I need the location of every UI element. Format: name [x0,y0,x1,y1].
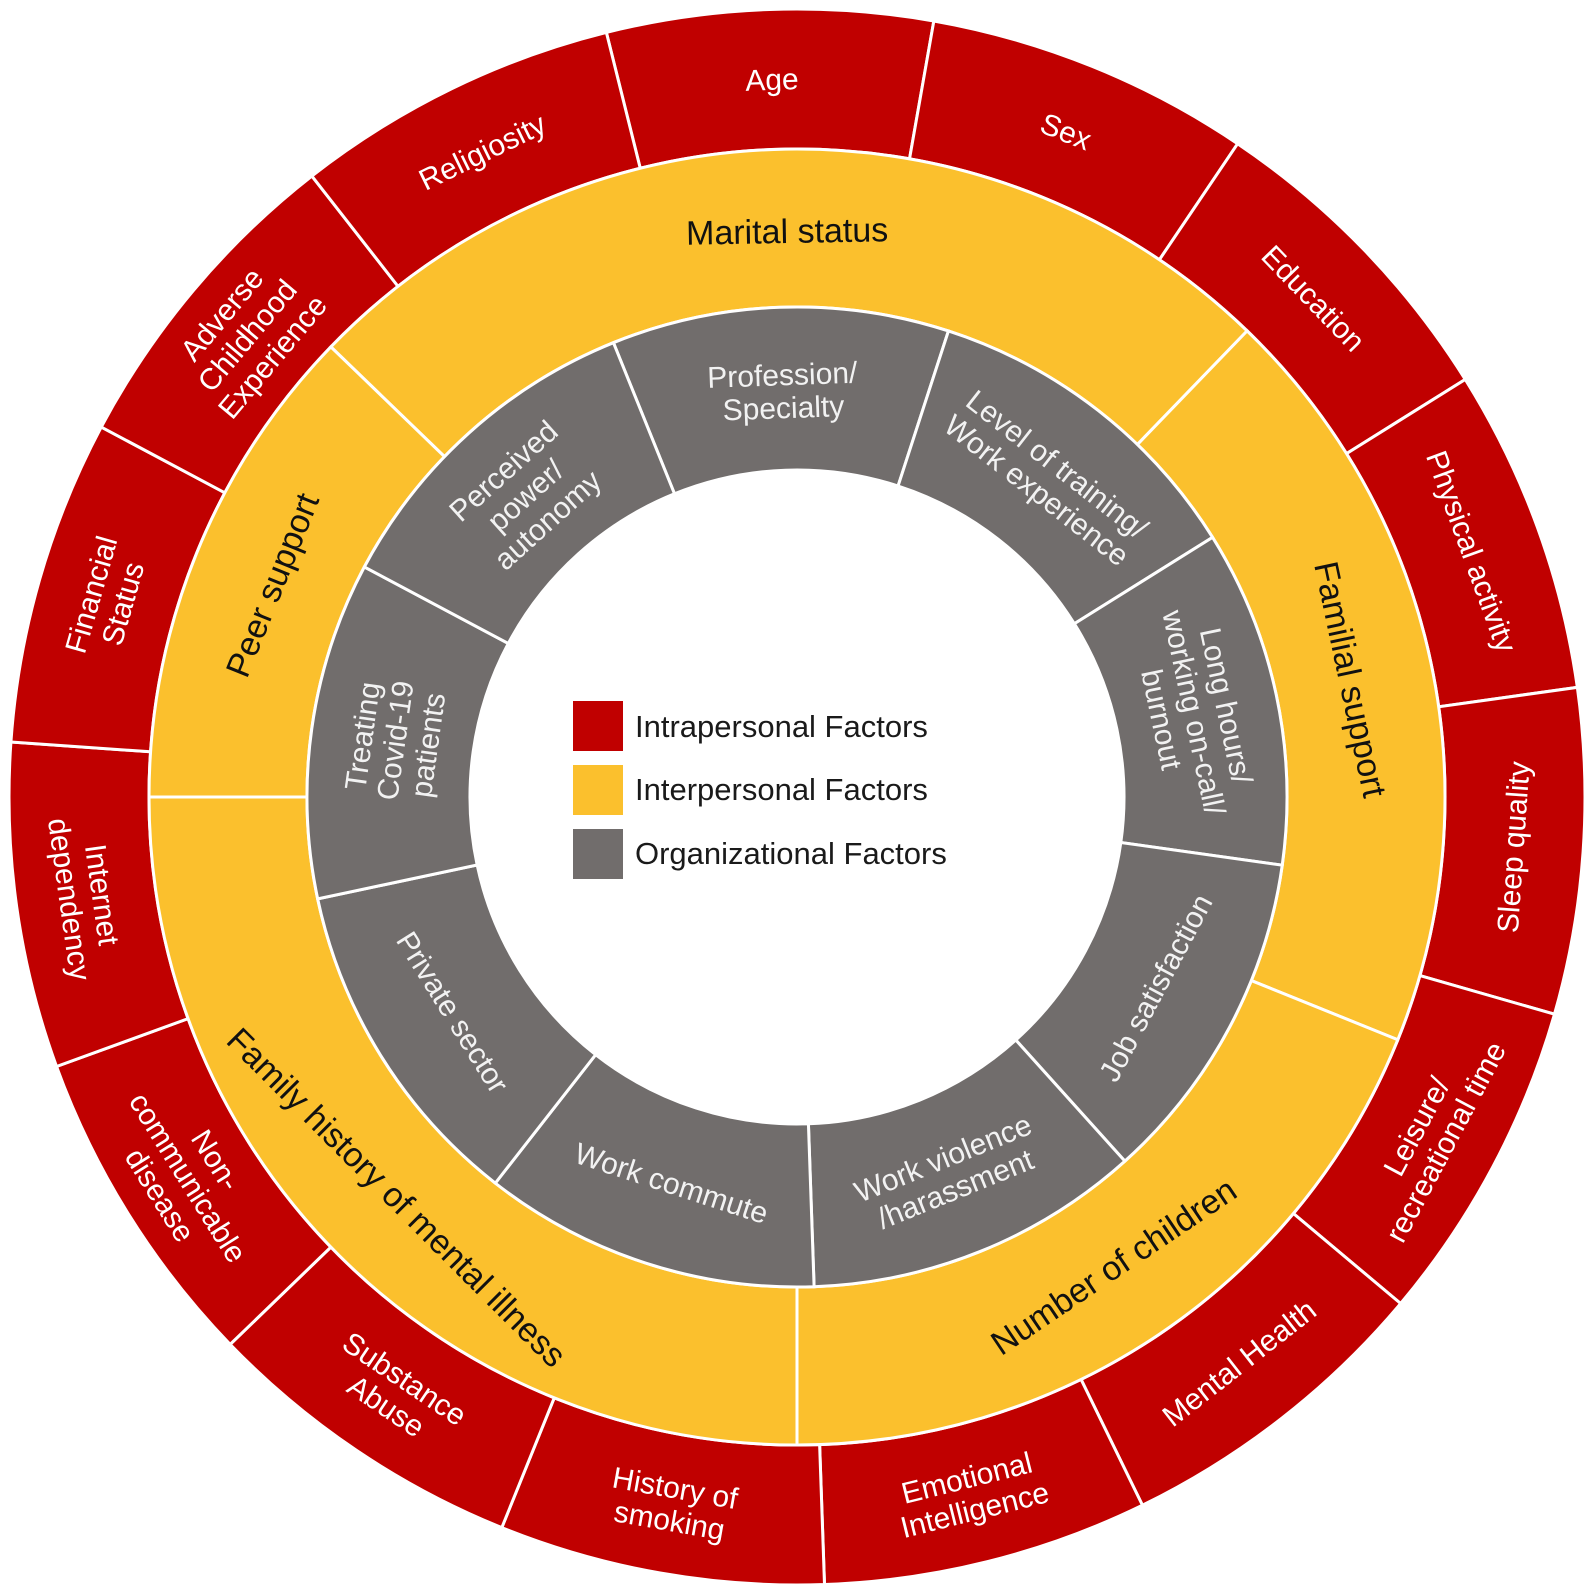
intrapersonal-label-age: Age [745,63,800,98]
label-line: Specialty [722,390,845,427]
label-line: Profession/ [707,357,859,395]
legend-swatch-intrapersonal [573,701,623,751]
legend: Intrapersonal Factors Interpersonal Fact… [573,701,947,879]
legend-swatch-interpersonal [573,765,623,815]
legend-label-organizational: Organizational Factors [635,836,947,871]
center-disc [470,470,1124,1124]
label-line: Marital status [686,211,889,253]
legend-swatch-organizational [573,829,623,879]
organizational-label-profession-specialty: Profession/Specialty [707,357,860,428]
label-line: Age [745,63,800,98]
legend-label-interpersonal: Interpersonal Factors [635,772,928,807]
organizational-label-treating-covid-19-patients: TreatingCovid-19patients [339,674,454,807]
legend-label-intrapersonal: Intrapersonal Factors [635,709,928,744]
interpersonal-label-marital-status: Marital status [686,211,889,253]
